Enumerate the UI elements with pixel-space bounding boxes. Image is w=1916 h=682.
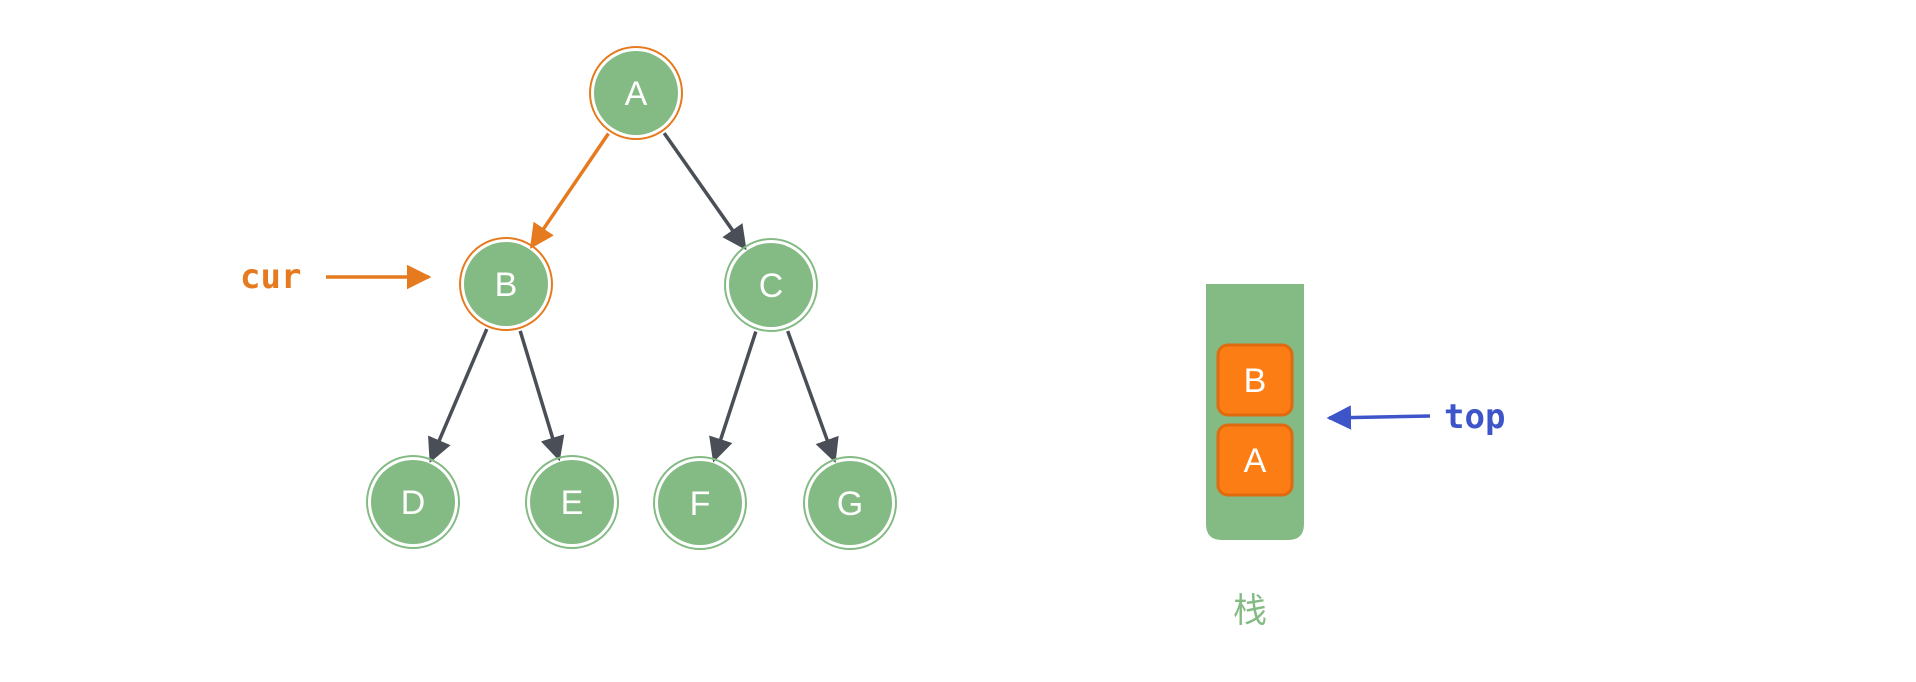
tree-node-d: D (366, 455, 460, 549)
node-label: A (625, 75, 648, 113)
node-ring (589, 46, 683, 140)
node-label: C (759, 267, 784, 305)
edge-a-c (662, 132, 747, 251)
node-circle (729, 243, 813, 327)
stack-item-label: B (1244, 362, 1267, 400)
stack-item-a: A (1216, 423, 1294, 497)
tree-nodes: A B C D E F G (366, 46, 897, 550)
edge-c-f (709, 331, 758, 463)
node-circle (530, 460, 614, 544)
node-circle (808, 461, 892, 545)
node-ring (803, 456, 897, 550)
node-circle (658, 461, 742, 545)
node-ring (459, 237, 553, 331)
stack: AB (1206, 284, 1304, 540)
node-label: B (495, 266, 518, 304)
node-circle (464, 242, 548, 326)
edge-b-e (518, 330, 565, 462)
node-ring (653, 456, 747, 550)
tree-edges (428, 132, 839, 463)
edge-c-g (786, 330, 839, 463)
tree-node-a: A (589, 46, 683, 140)
node-ring (366, 455, 460, 549)
stack-item-box (1216, 423, 1294, 497)
edge-b-d (428, 328, 489, 463)
stack-caption: 栈 (1233, 591, 1267, 631)
stack-item-b: B (1216, 343, 1294, 417)
tree-node-b: B (459, 237, 553, 331)
tree-node-f: F (653, 456, 747, 550)
node-label: E (561, 484, 584, 522)
tree-node-e: E (525, 455, 619, 549)
node-circle (594, 51, 678, 135)
top-pointer-arrow (1326, 405, 1431, 430)
top-pointer-label: top (1444, 397, 1505, 437)
node-ring (525, 455, 619, 549)
stack-items: AB (1216, 343, 1294, 497)
node-ring (724, 238, 818, 332)
node-circle (371, 460, 455, 544)
stack-item-box (1216, 343, 1294, 417)
edge-a-b (529, 132, 610, 249)
tree-node-g: G (803, 456, 897, 550)
stack-item-label: A (1244, 442, 1267, 480)
node-label: F (690, 485, 711, 523)
cur-pointer-label: cur (240, 257, 301, 297)
node-label: G (837, 485, 863, 523)
node-label: D (401, 484, 426, 522)
tree-node-c: C (724, 238, 818, 332)
